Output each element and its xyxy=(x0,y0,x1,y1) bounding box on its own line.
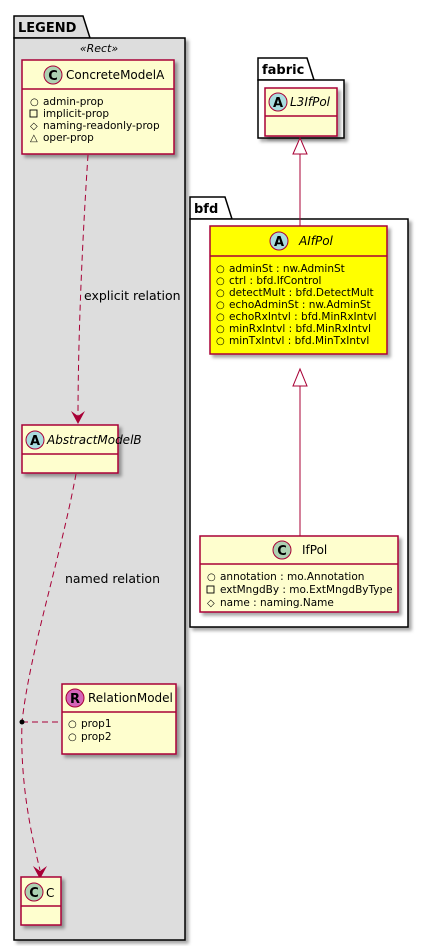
svg-text:○: ○ xyxy=(216,324,225,335)
private-visibility-icon xyxy=(29,109,38,118)
svg-text:A: A xyxy=(30,434,40,449)
svg-text:○: ○ xyxy=(216,288,225,299)
svg-text:○: ○ xyxy=(216,336,225,347)
class-aifpol[interactable]: A AIfPol ○ adminSt : nw.AdminSt ○ ctrl :… xyxy=(209,225,388,355)
class-l3ifpol[interactable]: A L3IfPol xyxy=(264,87,338,137)
svg-text:◇: ◇ xyxy=(30,121,38,132)
svg-text:○: ○ xyxy=(207,572,216,583)
attribute: naming-readonly-prop xyxy=(43,120,160,132)
attribute: adminSt : nw.AdminSt xyxy=(229,263,345,275)
attribute: admin-prop xyxy=(43,96,104,108)
attribute: implicit-prop xyxy=(43,108,109,120)
svg-text:○: ○ xyxy=(216,264,225,275)
class-type-c-icon: C xyxy=(272,540,292,560)
class-type-c-icon: C xyxy=(43,65,63,85)
private-visibility-icon xyxy=(206,585,215,594)
class-type-a-icon: A xyxy=(25,430,45,450)
svg-text:C: C xyxy=(29,886,39,901)
legend-stereotype: «Rect» xyxy=(80,42,119,55)
attribute: ctrl : bfd.IfControl xyxy=(229,275,321,287)
explicit-relation-edge: explicit relation xyxy=(71,154,181,424)
class-concrete-model-a[interactable]: C ConcreteModelA ○ admin-prop implicit-p… xyxy=(21,59,175,155)
svg-text:A: A xyxy=(274,235,284,250)
arrowhead-icon xyxy=(71,411,85,424)
svg-text:○: ○ xyxy=(216,300,225,311)
svg-text:R: R xyxy=(70,692,80,707)
svg-text:○: ○ xyxy=(68,719,77,730)
class-ifpol[interactable]: C IfPol ○ annotation : mo.Annotation ext… xyxy=(199,535,399,613)
class-type-a-icon: A xyxy=(269,231,289,251)
class-name: L3IfPol xyxy=(290,95,331,109)
bfd-package-label: bfd xyxy=(194,202,218,217)
class-type-r-icon: R xyxy=(65,688,85,708)
attribute: echoRxIntvl : bfd.MinRxIntvl xyxy=(229,311,377,323)
legend-package-label: LEGEND xyxy=(18,21,77,36)
svg-text:C: C xyxy=(277,544,287,559)
svg-text:○: ○ xyxy=(68,732,77,743)
svg-text:○: ○ xyxy=(30,97,39,108)
class-name: AIfPol xyxy=(298,234,334,248)
attribute: echoAdminSt : nw.AdminSt xyxy=(229,299,371,311)
legend-package: LEGEND «Rect» xyxy=(13,15,186,941)
class-name: C xyxy=(46,886,54,900)
svg-text:△: △ xyxy=(30,133,38,144)
attribute: prop2 xyxy=(81,731,112,743)
inheritance-arrowhead-icon xyxy=(292,136,308,155)
arrowhead-icon xyxy=(33,866,47,879)
svg-text:A: A xyxy=(273,96,283,111)
attribute: detectMult : bfd.DetectMult xyxy=(229,287,374,299)
svg-text:○: ○ xyxy=(216,312,225,323)
inheritance-edge xyxy=(292,136,308,226)
class-type-c-icon: C xyxy=(24,882,44,902)
inheritance-edge xyxy=(292,367,308,536)
named-relation-label: named relation xyxy=(65,571,160,586)
named-relation-edge: named relation xyxy=(19,473,160,879)
class-type-a-icon: A xyxy=(268,92,288,112)
attribute: annotation : mo.Annotation xyxy=(220,571,364,583)
class-name: RelationModel xyxy=(88,691,173,705)
class-abstract-model-b[interactable]: A AbstractModelB xyxy=(21,424,142,474)
class-name: ConcreteModelA xyxy=(66,68,165,82)
svg-text:◇: ◇ xyxy=(207,598,215,609)
class-name: AbstractModelB xyxy=(46,433,142,447)
attribute: minRxIntvl : bfd.MinRxIntvl xyxy=(229,323,371,335)
svg-text:○: ○ xyxy=(216,276,225,287)
attribute: oper-prop xyxy=(43,132,94,144)
attribute: prop1 xyxy=(81,718,112,730)
svg-text:C: C xyxy=(48,69,58,84)
class-relation-model[interactable]: R RelationModel ○ prop1 ○ prop2 xyxy=(61,683,177,755)
fabric-package-label: fabric xyxy=(262,63,304,78)
attribute: minTxIntvl : bfd.MinTxIntvl xyxy=(229,335,369,347)
inheritance-arrowhead-icon xyxy=(292,367,308,387)
explicit-relation-label: explicit relation xyxy=(84,288,181,303)
class-c[interactable]: C C xyxy=(20,876,62,926)
class-name: IfPol xyxy=(302,543,327,557)
attribute: name : naming.Name xyxy=(220,597,334,609)
attribute: extMngdBy : mo.ExtMngdByType xyxy=(220,584,393,596)
